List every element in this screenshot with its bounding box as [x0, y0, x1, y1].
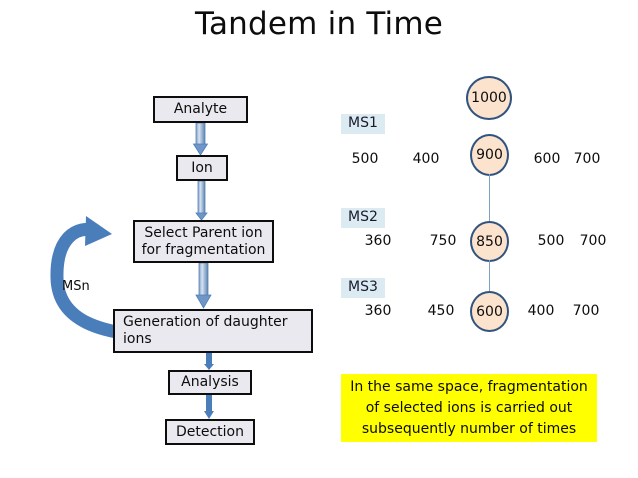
ms2-value: 360	[364, 233, 392, 249]
callout-box: In the same space, fragmentation of sele…	[341, 374, 597, 442]
ms2-selected-ion-value: 850	[476, 233, 503, 250]
flow-step-analyte-label: Analyte	[173, 101, 228, 117]
ms3-value: 360	[364, 303, 392, 319]
ms1-value: 600	[533, 151, 561, 167]
flow-step-ion[interactable]: Ion	[176, 155, 228, 181]
ms3-selected-ion-value: 600	[476, 303, 503, 320]
flow-step-generation-line1: Generation of daughter	[123, 314, 288, 330]
callout-line-2: of selected ions is carried out	[365, 399, 573, 416]
flow-step-generation-label: Generation of daughter ions	[123, 314, 287, 348]
ms3-selected-ion-bubble[interactable]: 600	[470, 291, 509, 332]
flow-step-generation-line2: ions	[123, 331, 152, 347]
ms-stage-tag-ms2: MS2	[341, 208, 385, 228]
ms-stage-row-ms2: 360 750 500 700	[0, 228, 638, 254]
ms2-value: 750	[429, 233, 457, 249]
msn-loop-label: MSn	[62, 279, 90, 294]
flow-step-detection-label: Detection	[175, 423, 244, 440]
ms-stage-tag-ms1: MS1	[341, 114, 385, 134]
ms-stage-row-ms3: 360 450 400 700	[0, 298, 638, 324]
arrow-ion-to-select	[195, 180, 208, 221]
flow-step-select-parent-ion-label: Select Parent ion for fragmentation	[142, 225, 266, 259]
fragmentation-connector-ms1-ms2	[489, 174, 490, 223]
precursor-ion-value: 1000	[471, 90, 507, 106]
ms1-selected-ion-bubble[interactable]: 900	[470, 134, 509, 176]
ms1-selected-ion-value: 900	[476, 147, 503, 163]
ms3-value: 400	[527, 303, 555, 319]
ms-stage-tag-ms3: MS3	[341, 278, 385, 298]
flow-step-generation-of-daughter-ions[interactable]: Generation of daughter ions	[113, 309, 313, 353]
flow-step-ion-label: Ion	[191, 159, 213, 176]
flow-step-analysis-label: Analysis	[181, 374, 239, 390]
callout-line-1: In the same space, fragmentation	[350, 378, 588, 395]
flow-step-select-line1: Select Parent ion	[144, 224, 263, 241]
flow-step-select-line2: for fragmentation	[141, 241, 266, 258]
ms1-value: 400	[412, 151, 440, 167]
ms2-selected-ion-bubble[interactable]: 850	[470, 221, 509, 262]
page-title: Tandem in Time	[194, 6, 444, 42]
ms-stage-row-ms1: 500 400 600 700	[0, 146, 638, 172]
flow-step-analyte[interactable]: Analyte	[153, 96, 248, 123]
ms2-value: 700	[579, 233, 607, 249]
ms2-value: 500	[537, 233, 565, 249]
precursor-ion-bubble[interactable]: 1000	[466, 76, 512, 120]
arrow-generate-to-analysis	[204, 353, 214, 370]
flow-step-select-parent-ion[interactable]: Select Parent ion for fragmentation	[133, 220, 274, 263]
ms3-value: 700	[572, 303, 600, 319]
ms1-value: 500	[351, 151, 379, 167]
flow-step-analysis[interactable]: Analysis	[168, 370, 252, 395]
fragmentation-connector-ms2-ms3	[489, 260, 490, 293]
ms3-value: 450	[427, 303, 455, 319]
flow-step-detection[interactable]: Detection	[165, 419, 255, 445]
arrow-analysis-to-detection	[204, 395, 214, 419]
ms1-value: 700	[573, 151, 601, 167]
callout-line-3: subsequently number of times	[361, 420, 577, 437]
